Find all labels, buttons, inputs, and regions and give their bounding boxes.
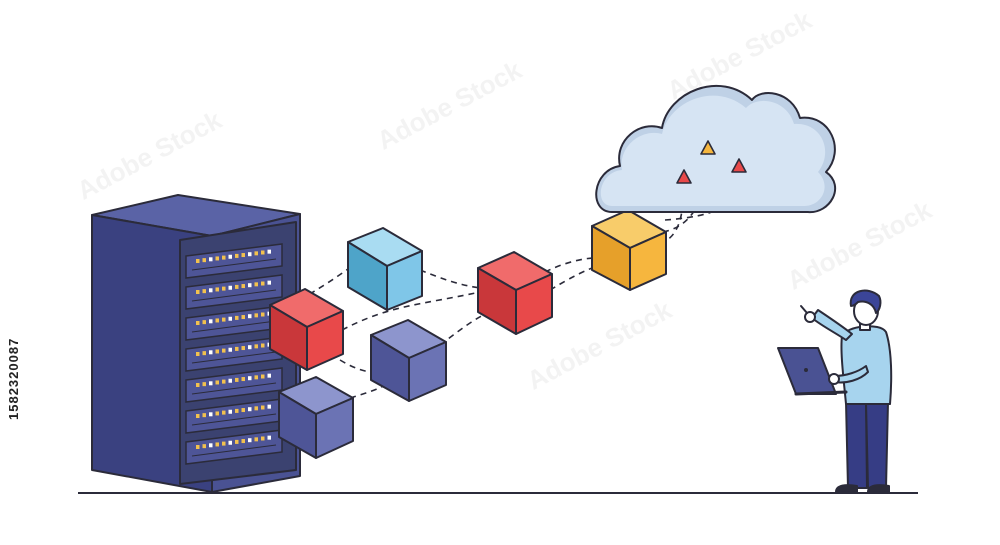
cloud-icon bbox=[595, 84, 837, 214]
server-led bbox=[248, 407, 252, 412]
server-led bbox=[241, 439, 245, 444]
server-led bbox=[261, 250, 265, 255]
server-led bbox=[228, 378, 232, 383]
server-led bbox=[248, 345, 252, 350]
server-led bbox=[261, 312, 265, 317]
server-led bbox=[222, 348, 226, 353]
server-led bbox=[209, 288, 213, 293]
server-led bbox=[235, 253, 239, 258]
server-units bbox=[185, 243, 283, 465]
data-cube-icon bbox=[278, 376, 354, 459]
server-led bbox=[228, 440, 232, 445]
server-led bbox=[267, 280, 271, 285]
server-led bbox=[241, 284, 245, 289]
server-led bbox=[254, 344, 258, 349]
server-led bbox=[261, 405, 265, 410]
server-led bbox=[248, 283, 252, 288]
upload-arrow-icon bbox=[676, 140, 747, 184]
server-led bbox=[228, 316, 232, 321]
server-led bbox=[235, 284, 239, 289]
server-led bbox=[209, 350, 213, 355]
server-led bbox=[202, 413, 206, 418]
server-led bbox=[254, 282, 258, 287]
server-led bbox=[222, 317, 226, 322]
server-unit bbox=[185, 274, 283, 310]
server-led bbox=[261, 436, 265, 441]
server-led bbox=[261, 343, 265, 348]
server-led bbox=[202, 289, 206, 294]
server-led bbox=[202, 258, 206, 263]
server-led bbox=[222, 441, 226, 446]
server-led bbox=[196, 259, 200, 263]
server-led bbox=[235, 346, 239, 351]
server-led bbox=[209, 443, 213, 448]
server-led bbox=[215, 411, 219, 416]
image-id-label: 1582320087 bbox=[6, 337, 21, 420]
server-led bbox=[222, 379, 226, 384]
server-led bbox=[248, 376, 252, 381]
server-led bbox=[228, 285, 232, 290]
server-led bbox=[209, 412, 213, 417]
server-led bbox=[209, 257, 213, 262]
server-led bbox=[254, 313, 258, 318]
server-led bbox=[235, 408, 239, 413]
server-led bbox=[267, 404, 271, 409]
server-led bbox=[241, 346, 245, 351]
server-led bbox=[248, 314, 252, 319]
server-led bbox=[222, 286, 226, 291]
data-cube-icon bbox=[370, 319, 447, 402]
server-led bbox=[228, 347, 232, 352]
server-led bbox=[241, 315, 245, 320]
server-led bbox=[202, 444, 206, 449]
server-led bbox=[222, 255, 226, 260]
server-led bbox=[215, 256, 219, 261]
server-unit bbox=[185, 243, 283, 279]
server-led bbox=[248, 252, 252, 257]
server-led bbox=[267, 373, 271, 378]
server-led bbox=[202, 382, 206, 387]
server-led bbox=[267, 435, 271, 440]
server-led bbox=[261, 374, 265, 379]
server-unit bbox=[185, 429, 283, 465]
server-led bbox=[215, 318, 219, 323]
person-with-laptop-icon bbox=[777, 289, 893, 494]
server-led bbox=[241, 408, 245, 413]
server-led bbox=[228, 409, 232, 414]
server-led bbox=[254, 437, 258, 442]
server-led bbox=[209, 381, 213, 386]
data-cube-icon bbox=[591, 209, 667, 291]
server-unit bbox=[185, 367, 283, 403]
server-led bbox=[196, 445, 200, 449]
server-led bbox=[202, 320, 206, 325]
server-led bbox=[202, 351, 206, 356]
server-led bbox=[254, 406, 258, 411]
server-led bbox=[209, 319, 213, 324]
server-led bbox=[215, 380, 219, 385]
server-led bbox=[196, 321, 200, 325]
server-led bbox=[222, 410, 226, 415]
server-led bbox=[235, 377, 239, 382]
server-led bbox=[215, 287, 219, 292]
server-led bbox=[254, 251, 258, 256]
server-led bbox=[196, 383, 200, 387]
server-led bbox=[196, 352, 200, 356]
server-led bbox=[261, 281, 265, 286]
server-led bbox=[254, 375, 258, 380]
server-led bbox=[241, 253, 245, 258]
data-cube-icon bbox=[347, 227, 423, 311]
server-led bbox=[235, 439, 239, 444]
data-cube-icon bbox=[477, 251, 553, 335]
server-led bbox=[215, 349, 219, 354]
server-led bbox=[196, 290, 200, 294]
server-led bbox=[215, 442, 219, 447]
server-led bbox=[241, 377, 245, 382]
server-led bbox=[267, 249, 271, 254]
server-led bbox=[228, 254, 232, 259]
server-led bbox=[248, 438, 252, 443]
server-led bbox=[196, 414, 200, 418]
data-cube-icon bbox=[269, 288, 344, 371]
server-led bbox=[235, 315, 239, 320]
